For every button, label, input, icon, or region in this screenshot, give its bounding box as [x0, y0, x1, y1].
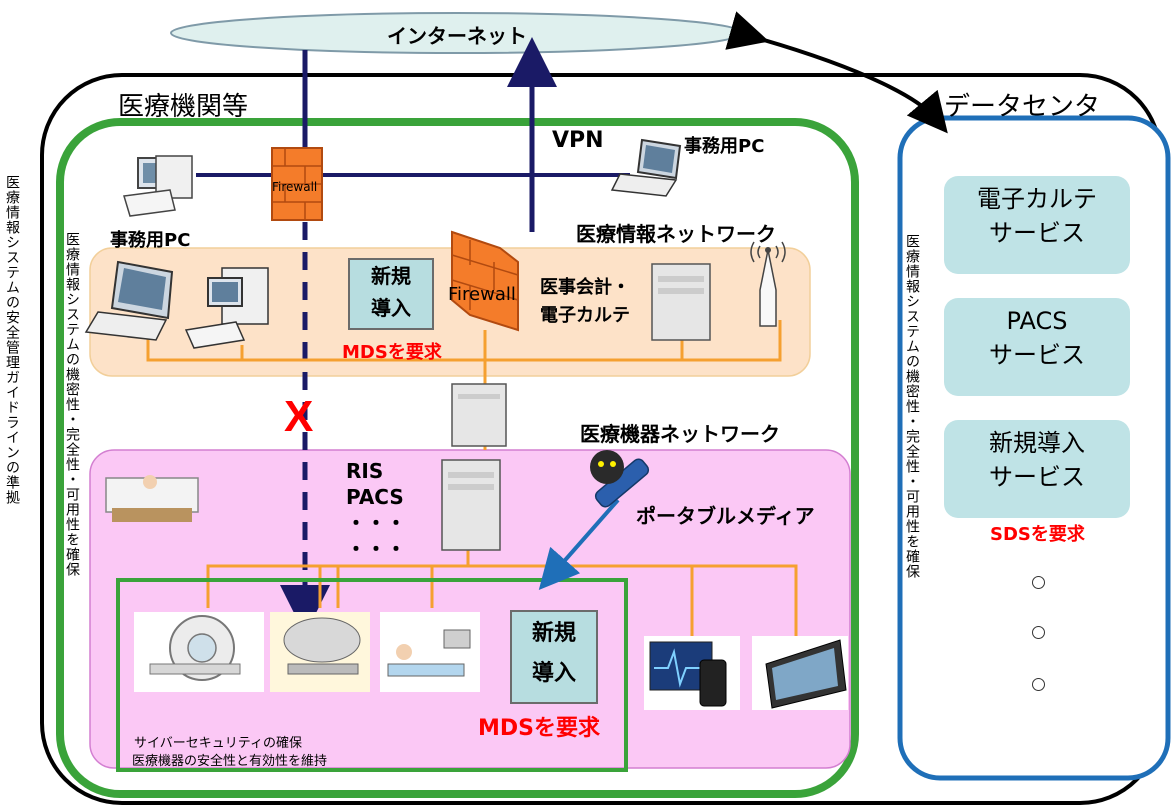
firewall-large-label: Firewall [448, 284, 516, 305]
datacenter-title: データセンタ [944, 92, 1101, 122]
sds-label: SDSを要求 [990, 524, 1085, 545]
hospital-title: 医療機関等 [118, 92, 249, 122]
firewall-large-icon [451, 230, 519, 332]
firewall-small-icon [271, 147, 323, 221]
gateway-server-icon [451, 383, 507, 447]
datacenter-integrity-vertical-text: 医療情報システムの機密性・完全性・可用性を確保 [904, 234, 920, 579]
device-new-intro-box: 新規 導入 [510, 610, 598, 704]
radiotherapy-icon [270, 612, 370, 692]
vpn-label: VPN [552, 128, 604, 153]
vital-monitor-icon [644, 636, 740, 710]
usb-virus-icon [590, 450, 650, 508]
service-ehr: 電子カルテ サービス [944, 176, 1130, 274]
billing-server-icon [651, 263, 711, 341]
device-network-title: 医療機器ネットワーク [580, 422, 780, 446]
info-mds-label: MDSを要求 [342, 342, 442, 363]
desktop-pc-icon [184, 267, 269, 349]
ris-pacs-server-icon [441, 459, 501, 551]
new-device-boundary [116, 578, 628, 772]
portable-media-label: ポータブルメディア [636, 504, 815, 528]
hospital-bed-icon [105, 475, 199, 522]
ellipsis-dot [1032, 678, 1045, 691]
blocked-mark: X [284, 392, 314, 441]
laptop-icon [84, 260, 174, 341]
mri-scanner-icon [134, 612, 264, 692]
guideline-vertical-text: 医療情報システムの安全管理ガイドラインの準拠 [4, 175, 20, 505]
office-pc-right-icon [610, 138, 682, 197]
ellipsis-dot [1032, 626, 1045, 639]
ris-pacs-label: RIS PACS ・・・ ・・・ [346, 459, 406, 561]
cyber-note-1: サイバーセキュリティの確保 [134, 736, 302, 751]
hospital-integrity-vertical-text: 医療情報システムの機密性・完全性・可用性を確保 [64, 232, 80, 577]
internet-label: インターネット [387, 24, 527, 48]
device-mds-label: MDSを要求 [478, 716, 600, 741]
info-network-area [89, 247, 811, 377]
firewall-small-label: Firewall [272, 180, 318, 194]
service-new-intro: 新規導入 サービス [944, 420, 1130, 518]
tablet-icon [752, 636, 848, 710]
info-network-title: 医療情報ネットワーク [576, 222, 776, 246]
hospital-boundary [56, 118, 859, 798]
billing-label: 医事会計・ 電子カルテ [540, 277, 630, 326]
cyber-note-2: 医療機器の安全性と有効性を維持 [132, 754, 328, 769]
ellipsis-dot [1032, 576, 1045, 589]
service-pacs: PACS サービス [944, 298, 1130, 396]
ecg-patient-icon [380, 612, 480, 692]
antenna-icon [750, 241, 786, 327]
office-pc-left-icon [123, 155, 193, 217]
info-new-intro-box: 新規 導入 [348, 258, 434, 330]
office-pc-left-label: 事務用PC [110, 230, 191, 251]
office-pc-right-label: 事務用PC [684, 136, 765, 157]
